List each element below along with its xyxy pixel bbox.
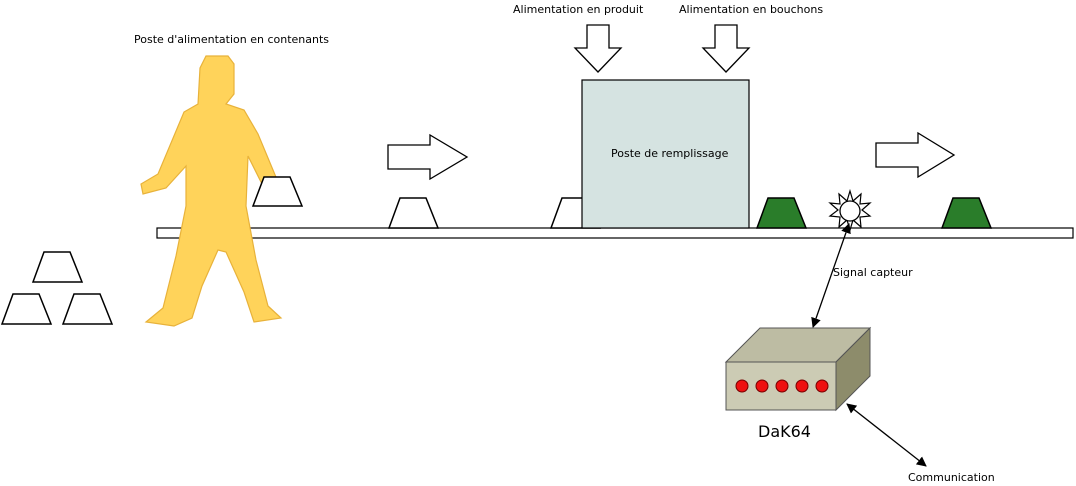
communication-label: Communication <box>908 471 995 484</box>
led-icon <box>735 379 749 393</box>
container-icon <box>755 197 808 229</box>
led-icon <box>775 379 789 393</box>
filling-station-label: Poste de remplissage <box>611 147 729 160</box>
container-icon <box>387 197 440 229</box>
sensor-signal-label: Signal capteur <box>833 266 913 279</box>
led-icon <box>795 379 809 393</box>
communication-line <box>846 403 927 467</box>
container-icon <box>61 293 114 325</box>
conveyor-belt <box>156 227 1074 239</box>
sensor-icon <box>828 188 872 233</box>
down-arrow-icon <box>701 24 751 73</box>
product-feed-label: Alimentation en produit <box>513 3 644 16</box>
device-name-label: DaK64 <box>758 422 811 441</box>
down-arrow-icon <box>573 24 623 73</box>
cap-feed-label: Alimentation en bouchons <box>679 3 823 16</box>
led-icon <box>755 379 769 393</box>
container-station-label: Poste d'alimentation en contenants <box>134 33 329 46</box>
controller-box-icon <box>724 326 872 412</box>
led-icon <box>815 379 829 393</box>
container-icon <box>251 176 304 207</box>
sensor-signal-line <box>811 223 851 328</box>
person-icon <box>140 55 283 327</box>
right-arrow-icon <box>875 131 956 179</box>
container-icon <box>31 251 84 283</box>
container-icon <box>940 197 993 229</box>
filling-station-box <box>581 79 750 229</box>
container-stack <box>0 251 114 325</box>
container-icon <box>0 293 53 325</box>
right-arrow-icon <box>387 133 469 181</box>
